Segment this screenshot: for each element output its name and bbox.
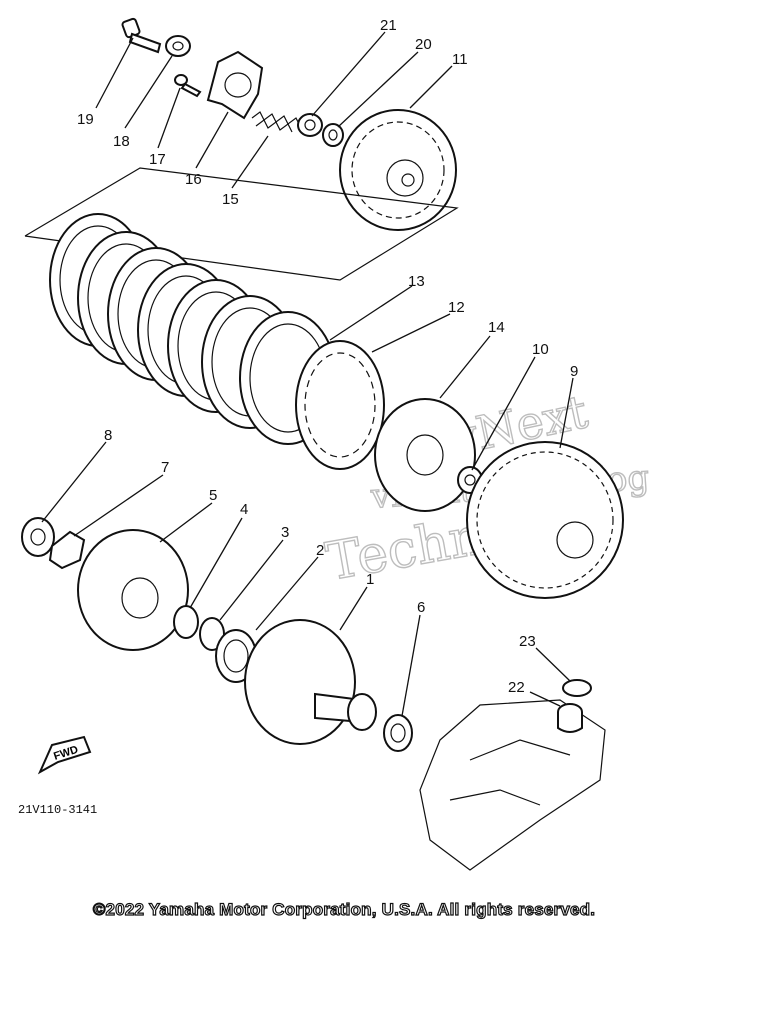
callout-4: 4 — [240, 501, 248, 518]
part-11-boss — [339, 109, 457, 231]
callout-21: 21 — [380, 17, 397, 34]
callout-3: 3 — [281, 524, 289, 541]
callout-16: 16 — [185, 171, 202, 188]
callout-8: 8 — [104, 427, 112, 444]
callout-23: 23 — [519, 633, 536, 650]
leader-lines — [41, 31, 574, 717]
callout-13: 13 — [408, 273, 425, 290]
part-17-screw — [174, 74, 202, 98]
callout-22: 22 — [508, 679, 525, 696]
part-9-clutch-housing — [466, 441, 624, 599]
crankcase-inset — [419, 699, 606, 871]
plate-set-bracket — [24, 167, 459, 281]
drawing-code: 21V110-3141 — [18, 803, 98, 817]
plate-stack — [49, 213, 337, 445]
callout-20: 20 — [415, 36, 432, 53]
callout-7: 7 — [161, 459, 169, 476]
callout-14: 14 — [488, 319, 505, 336]
callout-11: 11 — [452, 51, 468, 68]
callout-19: 19 — [77, 111, 94, 128]
callout-10: 10 — [532, 341, 549, 358]
fwd-arrow: FWD — [37, 735, 92, 775]
part-1-primary-gear — [244, 619, 377, 745]
part-7-plate — [48, 530, 86, 570]
callout-17: 17 — [149, 151, 166, 168]
part-4-washer — [173, 605, 199, 639]
part-21-nut — [297, 113, 323, 137]
callout-9: 9 — [570, 363, 578, 380]
callout-15: 15 — [222, 191, 239, 208]
part-23-clip — [562, 679, 592, 697]
copyright-notice: ©2022 Yamaha Motor Corporation, U.S.A. A… — [92, 899, 596, 919]
part-20-washer — [322, 123, 344, 147]
part-15-spring — [251, 111, 299, 133]
callout-6: 6 — [417, 599, 425, 616]
part-18-bearing — [165, 35, 191, 57]
callout-12: 12 — [448, 299, 465, 316]
part-12-friction-plate — [295, 340, 385, 470]
part-6-washer — [383, 714, 413, 752]
callout-18: 18 — [113, 133, 130, 150]
callout-2: 2 — [316, 542, 324, 559]
callout-labels: 19 18 17 16 15 21 20 11 13 12 14 10 9 8 … — [77, 17, 578, 696]
part-14-pressure-plate — [374, 398, 476, 512]
callout-1: 1 — [366, 571, 374, 588]
part-19-bolt — [121, 17, 162, 54]
part-8-washer — [21, 517, 55, 557]
part-22-pin — [557, 703, 583, 733]
callout-5: 5 — [209, 487, 217, 504]
part-5-primary-clutch — [77, 529, 189, 651]
part-16-plate — [206, 50, 264, 120]
